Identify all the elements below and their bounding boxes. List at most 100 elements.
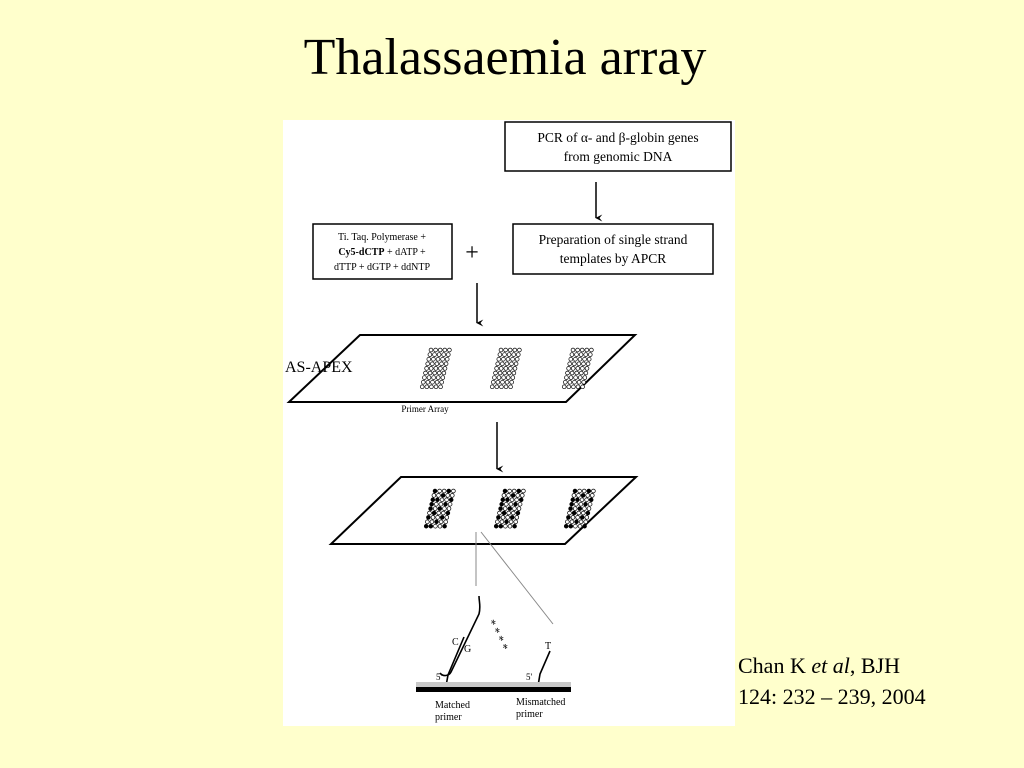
array-spot bbox=[495, 519, 500, 525]
prep-box-line2: templates by APCR bbox=[560, 251, 667, 266]
array-spot bbox=[505, 375, 511, 380]
array-spot bbox=[513, 361, 519, 367]
array-spot bbox=[581, 510, 586, 516]
array-spot bbox=[511, 488, 517, 494]
citation-et-al: et al bbox=[811, 653, 850, 678]
array-spot bbox=[521, 488, 526, 494]
array-spot bbox=[422, 375, 427, 380]
array-spot bbox=[496, 356, 502, 362]
array-spot bbox=[516, 352, 521, 357]
array-spot bbox=[426, 375, 432, 380]
array-spot bbox=[428, 366, 434, 371]
array-spot bbox=[579, 515, 585, 520]
array-spot bbox=[509, 515, 515, 520]
array-spot bbox=[437, 488, 442, 494]
array-spot bbox=[581, 488, 587, 494]
array-spot bbox=[441, 510, 446, 516]
array-spot bbox=[437, 506, 443, 511]
reagents-line1: Ti. Taq. Polymerase + bbox=[338, 232, 426, 243]
array-spot bbox=[577, 356, 583, 362]
array-spot bbox=[508, 501, 514, 507]
array-spot bbox=[495, 361, 500, 367]
array-spot bbox=[574, 352, 579, 357]
array-spot bbox=[504, 501, 509, 507]
array-spot bbox=[429, 501, 434, 507]
base-c-label: C bbox=[452, 637, 459, 648]
array-spot bbox=[509, 361, 514, 367]
array-spot bbox=[419, 384, 425, 390]
array-spot bbox=[441, 488, 447, 494]
array-spot bbox=[574, 370, 579, 376]
array-spot bbox=[509, 379, 514, 385]
array-spot bbox=[426, 356, 432, 362]
five-prime-mismatched: 5' bbox=[526, 672, 533, 682]
array-spot bbox=[510, 375, 516, 380]
array-spot bbox=[584, 366, 590, 371]
result-array-spots bbox=[423, 488, 596, 529]
array-spot bbox=[573, 375, 578, 380]
array-spot bbox=[437, 347, 443, 353]
array-spot bbox=[446, 506, 452, 511]
array-spot bbox=[582, 356, 587, 362]
array-spot bbox=[437, 523, 443, 529]
array-spot bbox=[506, 493, 511, 498]
array-spot bbox=[438, 366, 443, 371]
array-spot bbox=[499, 519, 505, 525]
array-spot bbox=[499, 384, 504, 390]
array-spot bbox=[428, 347, 434, 353]
matched-primer-label-line2: primer bbox=[435, 712, 462, 723]
array-spot bbox=[502, 352, 507, 357]
array-spot bbox=[511, 510, 516, 516]
array-spot bbox=[427, 510, 432, 516]
array-spot bbox=[436, 510, 441, 516]
array-spot bbox=[510, 356, 515, 362]
array-spot bbox=[585, 493, 590, 498]
array-spot bbox=[429, 519, 435, 525]
array-spot bbox=[430, 361, 435, 367]
array-spot bbox=[493, 523, 499, 529]
array-spot bbox=[444, 515, 450, 520]
array-spot bbox=[518, 497, 524, 503]
array-spot bbox=[503, 384, 509, 390]
array-spot bbox=[572, 361, 577, 367]
array-spot bbox=[570, 497, 576, 503]
array-spot bbox=[503, 523, 508, 529]
array-spot bbox=[502, 506, 508, 511]
array-spot bbox=[494, 384, 500, 390]
array-spot bbox=[435, 375, 441, 380]
array-spot bbox=[515, 510, 521, 516]
array-spot bbox=[435, 497, 440, 503]
array-spot bbox=[501, 493, 507, 498]
thalassaemia-array-figure: PCR of α- and β-globin genes from genomi… bbox=[283, 120, 735, 726]
array-spot bbox=[432, 488, 438, 494]
array-spot bbox=[576, 361, 582, 367]
array-spot bbox=[583, 352, 588, 357]
array-spot bbox=[434, 379, 440, 385]
array-spot bbox=[573, 523, 578, 529]
array-spot bbox=[435, 356, 441, 362]
result-array-slide bbox=[328, 476, 639, 545]
pcr-box bbox=[504, 121, 732, 172]
array-spot bbox=[591, 488, 596, 494]
array-spot bbox=[501, 510, 507, 516]
array-spot bbox=[494, 366, 499, 371]
array-spot bbox=[580, 366, 585, 371]
five-prime-matched: 5' bbox=[436, 672, 443, 682]
array-spot bbox=[498, 366, 504, 371]
array-spot bbox=[497, 510, 502, 516]
array-spot bbox=[570, 515, 576, 520]
array-spot bbox=[582, 375, 588, 380]
array-spot bbox=[433, 384, 439, 390]
array-spot bbox=[507, 370, 512, 376]
array-spot bbox=[588, 352, 593, 357]
array-spot bbox=[512, 347, 518, 353]
array-spot bbox=[425, 379, 431, 385]
array-spot bbox=[431, 375, 436, 380]
array-spot bbox=[502, 370, 507, 376]
prep-box-line1: Preparation of single strand bbox=[539, 232, 688, 247]
base-t-label: T bbox=[545, 641, 551, 652]
array-spot bbox=[568, 356, 574, 362]
reagents-box bbox=[312, 223, 453, 280]
array-spot bbox=[512, 506, 517, 511]
array-spot bbox=[434, 501, 439, 507]
